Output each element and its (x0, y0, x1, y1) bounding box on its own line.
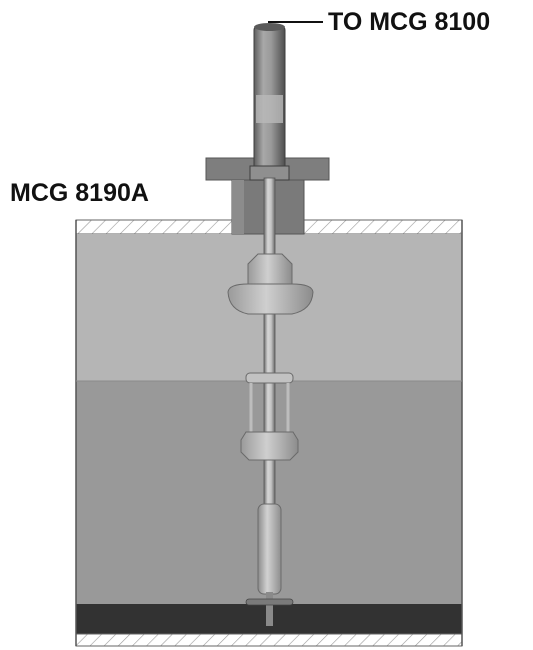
lower-float-body (240, 431, 299, 461)
upper-float-top (247, 253, 293, 288)
probe-head (249, 23, 290, 181)
probe-head-cap (254, 23, 285, 31)
tank-bottom-wall (75, 633, 463, 647)
probe-tip-foot (245, 598, 294, 606)
probe-bottom-sleeve (257, 503, 282, 595)
upper-float (227, 253, 314, 315)
cage-top-ring (245, 372, 294, 384)
probe-tip-stem (266, 592, 273, 626)
probe-head-band (256, 95, 283, 123)
lower-float-cage (240, 372, 299, 461)
upper-float-disc (227, 283, 314, 315)
cable-destination-label: TO MCG 8100 (328, 8, 490, 36)
flange-model-label: MCG 8190A (10, 179, 149, 207)
flange-neck-shade (232, 180, 244, 234)
